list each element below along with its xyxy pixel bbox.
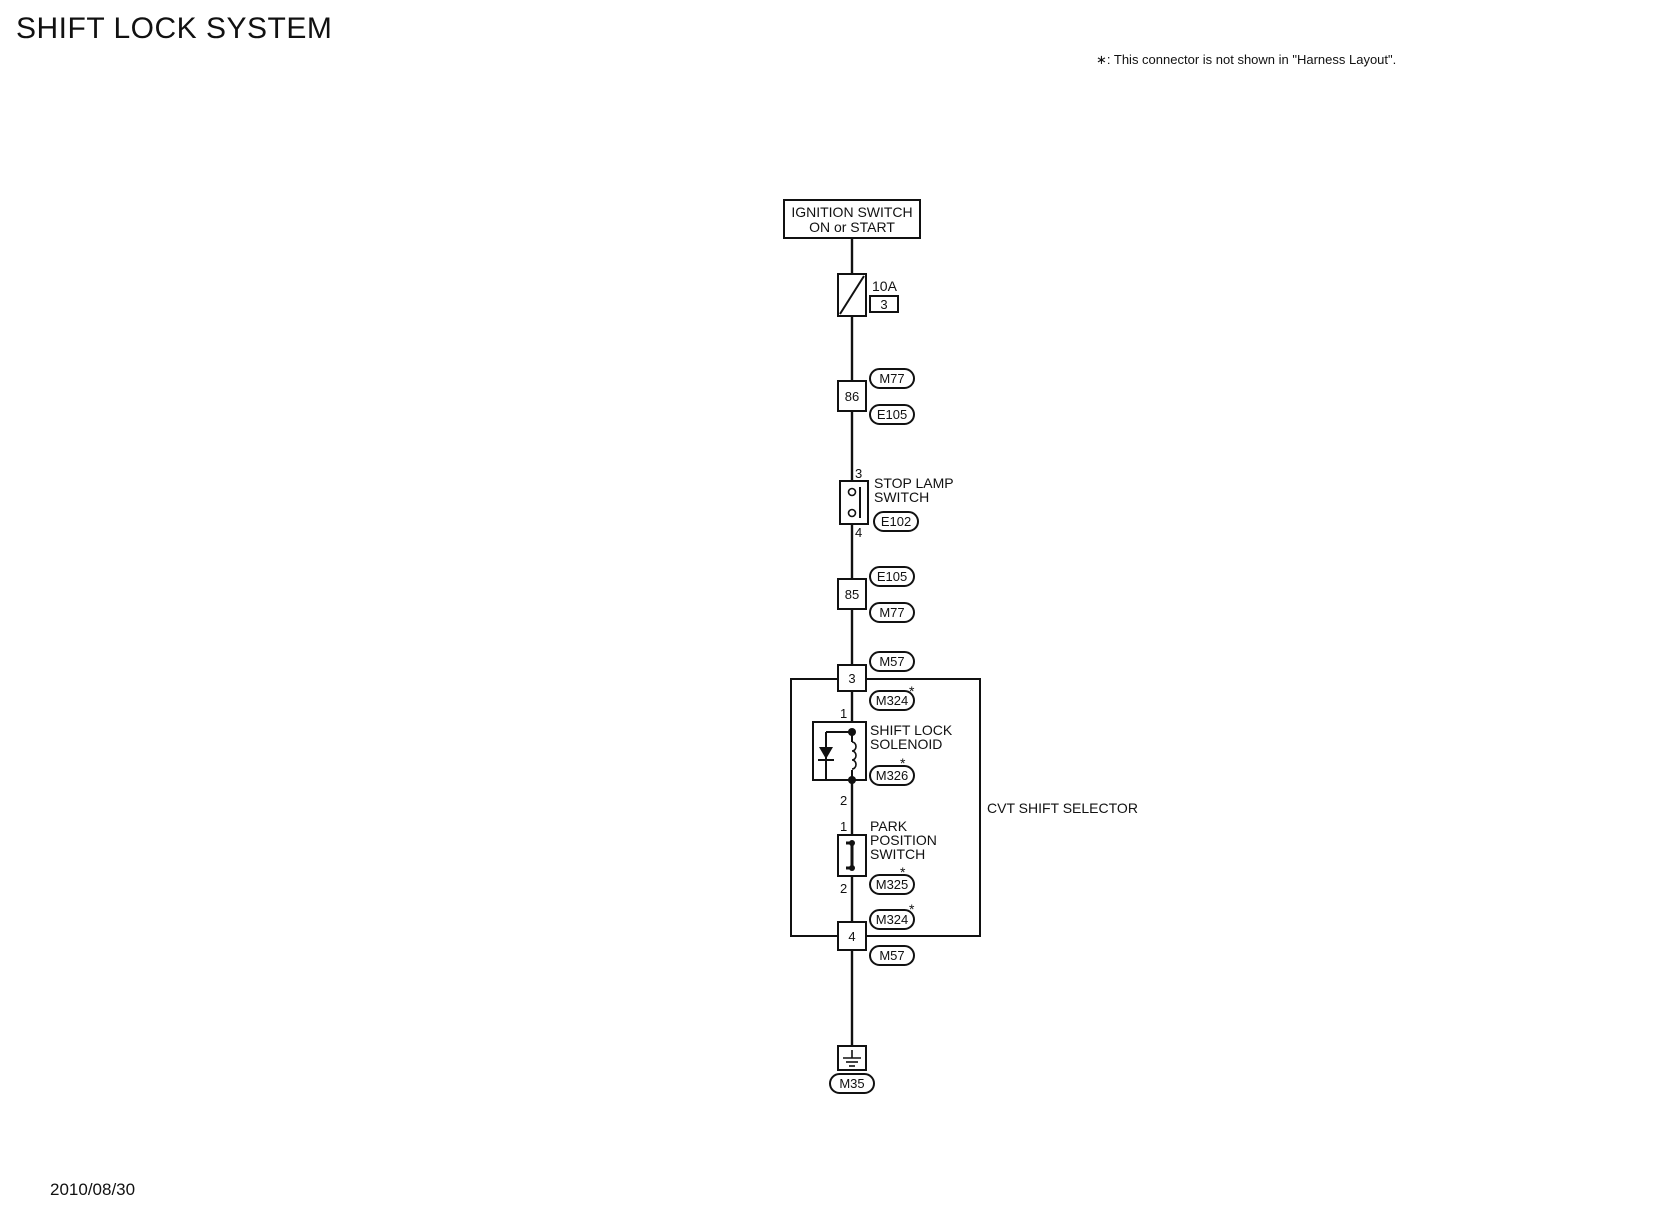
star-marker-m325: * — [900, 864, 906, 880]
stop-lamp-pin-4: 4 — [855, 525, 862, 540]
park-switch-pin-2: 2 — [840, 881, 847, 896]
terminal-86: 86 — [845, 389, 859, 404]
fuse-rating: 10A — [872, 278, 898, 294]
stop-lamp-label-line2: SWITCH — [874, 489, 929, 505]
selector-terminal-4: * M324 4 M57 — [837, 901, 915, 966]
park-switch-pin-1: 1 — [840, 819, 847, 834]
selector-terminal-3: M57 3 M324 * — [837, 651, 915, 711]
connector-e102: E102 — [881, 514, 911, 529]
shift-lock-solenoid: 1 2 SHIFT LOCK SOLENOID * M326 — [812, 706, 953, 808]
connector-m77-top: M77 — [879, 371, 904, 386]
connector-m57-bottom: M57 — [879, 948, 904, 963]
cvt-shift-selector-label: CVT SHIFT SELECTOR — [987, 800, 1138, 816]
terminal-85: 85 — [845, 587, 859, 602]
solenoid-label-line2: SOLENOID — [870, 736, 942, 752]
star-marker-m324-top: * — [909, 683, 915, 699]
connector-e105-bottom: E105 — [877, 569, 907, 584]
connector-m57-top: M57 — [879, 654, 904, 669]
terminal-4: 4 — [848, 929, 855, 944]
connector-m35: M35 — [839, 1076, 864, 1091]
ground: M35 — [829, 1045, 875, 1094]
fuse-number: 3 — [880, 297, 887, 312]
connector-m324-bottom: M324 — [876, 912, 909, 927]
star-marker-m324-bottom: * — [909, 901, 915, 917]
stop-lamp-switch: 3 4 STOP LAMP SWITCH E102 — [839, 466, 954, 540]
connector-m326: M326 — [876, 768, 909, 783]
stop-lamp-pin-3: 3 — [855, 466, 862, 481]
ground-icon — [843, 1050, 861, 1067]
footnote: ∗: This connector is not shown in "Harne… — [1096, 52, 1397, 67]
connector-e105-top: E105 — [877, 407, 907, 422]
junction-85: 85 E105 M77 — [837, 566, 915, 623]
solenoid-label-line1: SHIFT LOCK — [870, 722, 953, 738]
connector-m325: M325 — [876, 877, 909, 892]
park-switch-label-line1: PARK — [870, 818, 908, 834]
terminal-3: 3 — [848, 671, 855, 686]
solenoid-pin-1: 1 — [840, 706, 847, 721]
stop-lamp-label-line1: STOP LAMP — [874, 475, 954, 491]
connector-m77-bottom: M77 — [879, 605, 904, 620]
park-switch-label-line2: POSITION — [870, 832, 937, 848]
ignition-label-line1: IGNITION SWITCH — [791, 204, 912, 220]
ignition-label-line2: ON or START — [809, 219, 895, 235]
star-marker-m326: * — [900, 755, 906, 771]
ignition-switch-box: IGNITION SWITCH ON or START — [783, 199, 921, 239]
park-switch-label-line3: SWITCH — [870, 846, 925, 862]
connector-m324-top: M324 — [876, 693, 909, 708]
coil-icon — [845, 741, 859, 770]
junction-86: 86 M77 E105 — [837, 368, 915, 425]
cvt-shift-selector-frame — [790, 678, 981, 937]
page-title: SHIFT LOCK SYSTEM — [16, 12, 333, 45]
diode-icon — [819, 747, 833, 759]
park-position-switch: 1 2 PARK POSITION SWITCH * M325 — [837, 818, 937, 896]
solenoid-pin-2: 2 — [840, 793, 847, 808]
page-date: 2010/08/30 — [50, 1180, 136, 1199]
fuse: 10A 3 — [837, 273, 899, 317]
